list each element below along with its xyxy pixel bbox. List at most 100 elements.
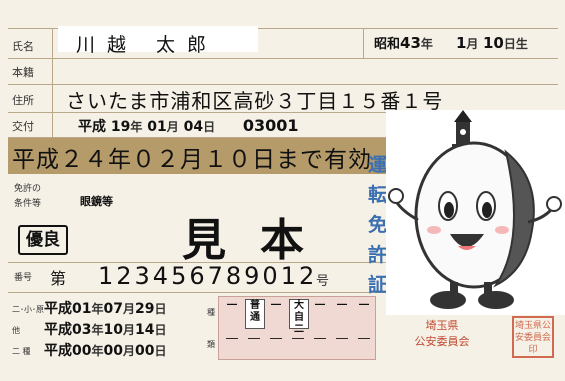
row-line	[8, 58, 558, 59]
unit-year: 年	[91, 344, 104, 358]
license-type-cell: 普通	[245, 299, 265, 329]
unit-month: 月	[166, 120, 179, 134]
category-row: 二 種平成00年00月00日	[12, 340, 167, 360]
conditions-label: 免許の 条件等	[14, 182, 41, 212]
license-number: 123456789012	[98, 262, 318, 290]
unit-day: 日	[154, 302, 167, 316]
license-type-cell: ―	[336, 331, 348, 345]
conditions-value: 眼鏡等	[80, 195, 113, 208]
row-line	[8, 137, 388, 138]
holder-name: 川越 太郎	[76, 34, 219, 56]
address: さいたま市浦和区高砂３丁目１５番１号	[66, 89, 444, 113]
title-char: 運	[368, 154, 388, 176]
license-type-cell: ―	[271, 299, 281, 310]
row-line	[8, 292, 388, 293]
expiry-band	[8, 138, 388, 174]
category-year: 00	[72, 343, 92, 359]
row-line	[8, 262, 388, 263]
license-type-cell: ―	[226, 331, 238, 345]
unit-year: 年	[91, 323, 104, 337]
category-row: 他 平成03年10月14日	[12, 319, 167, 339]
title-char: 転	[368, 184, 388, 206]
title-char: 証	[368, 274, 388, 296]
issuer-seal: 埼玉県公安委員会印	[512, 316, 554, 358]
category-label: 他	[12, 325, 20, 335]
issue-year: 19	[110, 119, 131, 135]
issuer-line-1: 埼玉県	[425, 319, 459, 332]
title-char: 許	[368, 244, 388, 266]
license-type-cell: ―	[227, 299, 237, 310]
expiry-date: 平成２４年０２月１０日まで有効	[12, 147, 372, 173]
unit-month: 月	[122, 344, 135, 358]
category-year: 01	[72, 301, 92, 317]
label-address: 住所	[12, 94, 34, 107]
dob-era: 昭和	[374, 37, 401, 52]
label-issue: 交付	[12, 120, 34, 133]
license-type-cell: ―	[358, 331, 370, 345]
label-domicile: 本籍	[12, 66, 34, 79]
issue-serial: 03001	[242, 116, 299, 135]
license-type-grid: 種 類 ― 普通 ― 大自二 ― ― ― ― ― ― ― ― ― ―	[207, 296, 376, 360]
unit-year: 年	[130, 120, 143, 134]
category-month: 10	[103, 322, 123, 338]
col-line	[52, 28, 53, 138]
license-type-cell: ―	[292, 331, 304, 345]
issue-day: 04	[183, 119, 204, 135]
dob: 昭和43年 1月 10日生	[374, 33, 528, 52]
row-line	[8, 28, 558, 29]
issue-era: 平成	[78, 119, 106, 135]
unit-day: 日	[203, 120, 216, 134]
unit-day: 日	[154, 344, 167, 358]
row-line	[8, 112, 388, 113]
category-era: 平成	[44, 301, 72, 317]
unit-month: 月	[122, 323, 135, 337]
label-number: 番号	[14, 273, 33, 283]
sample-mark: 見本	[182, 215, 338, 266]
license-type-cell: ―	[359, 299, 369, 310]
category-year: 03	[72, 322, 92, 338]
label-name: 氏名	[12, 40, 34, 53]
category-label: 二･小･原	[12, 304, 44, 314]
card-title-vertical: 運 転 免 許 証	[368, 150, 392, 300]
unit-year: 年	[420, 37, 433, 51]
photo-area	[386, 110, 565, 315]
conditions-label-2: 条件等	[14, 199, 42, 209]
category-day: 29	[135, 301, 155, 317]
title-char: 免	[368, 214, 388, 236]
category-day: 14	[135, 322, 155, 338]
unit-day: 日	[154, 323, 167, 337]
issue-date: 平成 19年 01月 04日 03001	[78, 116, 299, 136]
category-row: 二･小･原平成01年07月29日	[12, 298, 167, 318]
license-type-cell: ―	[270, 331, 282, 345]
row-line	[8, 84, 558, 85]
status-badge: 優良	[18, 225, 68, 255]
number-prefix: 第	[50, 269, 67, 288]
license-type-cell: 大自二	[289, 299, 309, 335]
category-day: 00	[135, 343, 155, 359]
unit-month: 月	[466, 37, 479, 51]
unit-year: 年	[91, 302, 104, 316]
issuer-line-2: 公安委員会	[414, 335, 470, 348]
license-type-cell: ―	[248, 331, 260, 345]
dob-day: 10	[482, 34, 504, 52]
col-line	[363, 28, 364, 58]
number-suffix: 号	[316, 274, 330, 289]
name-field	[58, 26, 258, 52]
category-label: 二 種	[12, 346, 31, 356]
conditions-label-1: 免許の	[14, 184, 42, 194]
unit-month: 月	[122, 302, 135, 316]
license-type-cell: ―	[315, 299, 325, 310]
issue-month: 01	[147, 119, 167, 135]
mascot-character-icon	[388, 110, 562, 309]
dob-suffix: 日生	[503, 37, 528, 51]
label-type: 類	[207, 340, 215, 349]
license-type-cell: ―	[337, 299, 347, 310]
license-type-cell: ―	[314, 331, 326, 345]
dob-month: 1	[455, 34, 467, 52]
category-month: 00	[103, 343, 123, 359]
dob-year: 43	[400, 34, 421, 52]
label-kind: 種	[207, 308, 215, 317]
category-era: 平成	[44, 343, 72, 359]
category-era: 平成	[44, 322, 72, 338]
